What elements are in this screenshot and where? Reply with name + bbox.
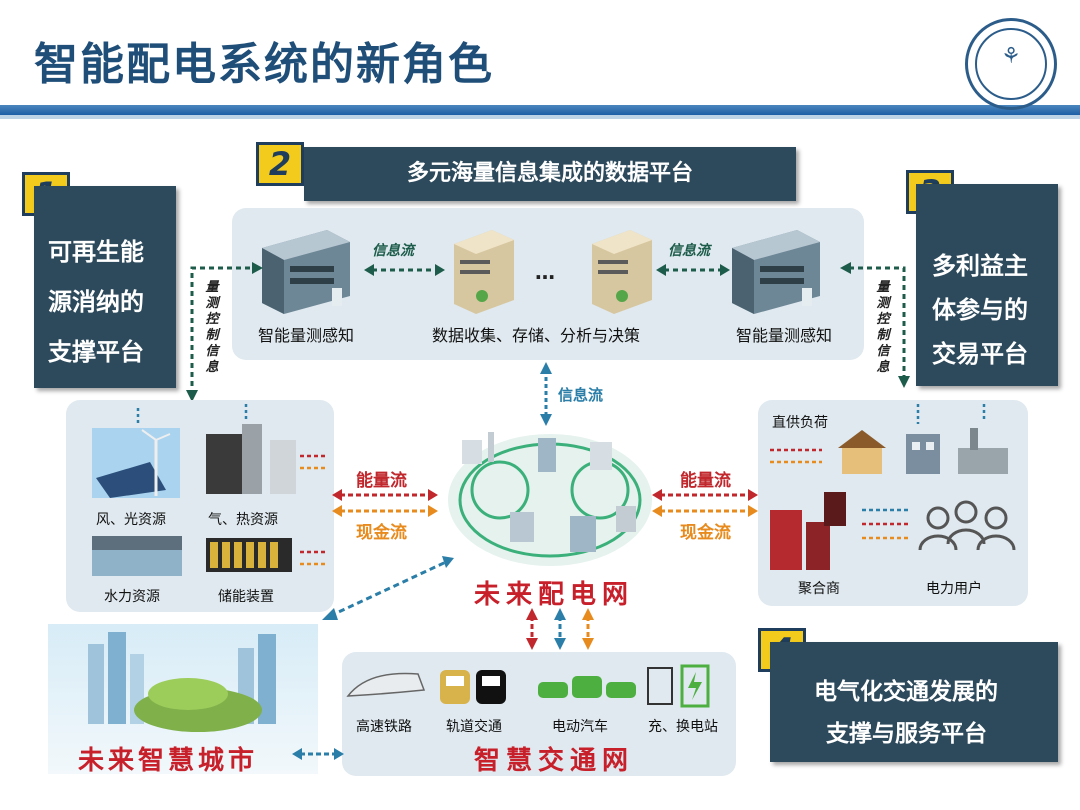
page-title: 智能配电系统的新角色 bbox=[34, 39, 494, 90]
charging-label: 充、换电站 bbox=[648, 719, 718, 735]
resources-graphics bbox=[92, 404, 326, 576]
smart-transport-label: 智慧交通网 bbox=[474, 746, 635, 776]
university-logo-mark: ⚘ bbox=[1001, 44, 1021, 69]
university-logo bbox=[965, 18, 1057, 110]
direct-load-label: 直供负荷 bbox=[772, 415, 828, 431]
info-flow-center-label: 信息流 bbox=[558, 386, 604, 404]
house-icon bbox=[838, 430, 886, 474]
transport-panel bbox=[342, 652, 736, 776]
hydro-label: 水力资源 bbox=[104, 589, 160, 605]
data-platform-graphics bbox=[262, 230, 820, 314]
section-1-line-2: 源消纳的 bbox=[48, 288, 144, 316]
storage-label: 储能装置 bbox=[218, 589, 274, 605]
power-users-label: 电力用户 bbox=[926, 581, 982, 597]
apartment-icon bbox=[906, 434, 940, 474]
data-server-1-icon bbox=[454, 230, 514, 314]
left-flow-arrows bbox=[332, 489, 438, 517]
charging-station-icon bbox=[647, 664, 710, 708]
section-2-banner: 多元海量信息集成的数据平台 bbox=[304, 147, 796, 201]
section-3-line-1: 多利益主 bbox=[932, 252, 1028, 280]
section-3-line-3: 交易平台 bbox=[932, 340, 1028, 368]
cash-flow-left-label: 现金流 bbox=[356, 523, 407, 543]
section-1-line-3: 支撑平台 bbox=[48, 338, 144, 366]
users-panel bbox=[758, 400, 1028, 606]
aggregator-icon bbox=[770, 492, 846, 570]
energy-flow-right-label: 能量流 bbox=[680, 471, 731, 491]
future-grid-label: 未来配电网 bbox=[474, 580, 635, 610]
electric-car-icon bbox=[538, 676, 636, 698]
right-flow-arrows bbox=[652, 489, 758, 517]
wind-solar-icon bbox=[92, 428, 180, 498]
smart-city-label: 未来智慧城市 bbox=[78, 746, 259, 776]
wind-solar-label: 风、光资源 bbox=[96, 512, 166, 528]
aggregator-label: 聚合商 bbox=[798, 581, 840, 597]
transport-graphics bbox=[346, 664, 710, 708]
metro-label: 轨道交通 bbox=[446, 719, 502, 735]
university-logo-inner bbox=[975, 28, 1047, 100]
cash-flow-right-label: 现金流 bbox=[680, 523, 731, 543]
distribution-grid-graphic bbox=[448, 432, 652, 566]
header-bar-accent bbox=[0, 115, 1080, 119]
metro-icon bbox=[440, 670, 506, 704]
section-1-box: 可再生能 源消纳的 支撑平台 bbox=[34, 186, 176, 388]
gas-heat-label: 气、热资源 bbox=[208, 512, 278, 528]
ellipsis: … bbox=[535, 260, 555, 284]
hydro-icon bbox=[92, 536, 182, 576]
ev-label: 电动汽车 bbox=[552, 719, 608, 735]
high-speed-rail-icon bbox=[346, 672, 426, 697]
rail-label: 高速铁路 bbox=[356, 719, 412, 735]
factory-icon bbox=[958, 428, 1008, 474]
section-4-line-1: 电气化交通发展的 bbox=[814, 679, 998, 705]
power-users-icon bbox=[918, 500, 1016, 551]
section-2-label: 多元海量信息集成的数据平台 bbox=[406, 161, 693, 186]
sensing-server-left-icon bbox=[262, 230, 350, 314]
section-1-line-1: 可再生能 bbox=[48, 238, 144, 266]
sensing-label-right: 智能量测感知 bbox=[736, 326, 833, 345]
measure-info-right: 量测控制信息 bbox=[876, 280, 890, 375]
section-4-line-2: 支撑与服务平台 bbox=[826, 721, 987, 747]
data-processing-label: 数据收集、存储、分析与决策 bbox=[432, 326, 641, 345]
section-2-number: 2 bbox=[256, 142, 304, 186]
storage-icon bbox=[206, 538, 292, 572]
energy-flow-left-label: 能量流 bbox=[356, 471, 407, 491]
gas-heat-icon bbox=[206, 424, 296, 494]
header-bar bbox=[0, 105, 1080, 115]
section-3-box: 多利益主 体参与的 交易平台 bbox=[916, 184, 1058, 386]
sensing-server-right-icon bbox=[732, 230, 820, 314]
info-flow-label-left: 信息流 bbox=[372, 243, 414, 259]
section-4-box: 电气化交通发展的 支撑与服务平台 bbox=[770, 642, 1058, 762]
data-server-2-icon bbox=[592, 230, 652, 314]
section-3-line-2: 体参与的 bbox=[932, 296, 1028, 324]
info-flow-label-right: 信息流 bbox=[668, 243, 710, 259]
sensing-label-left: 智能量测感知 bbox=[258, 326, 355, 345]
measure-info-left: 量测控制信息 bbox=[205, 280, 219, 375]
users-graphics bbox=[770, 404, 1016, 570]
smart-city-graphic bbox=[88, 632, 276, 732]
